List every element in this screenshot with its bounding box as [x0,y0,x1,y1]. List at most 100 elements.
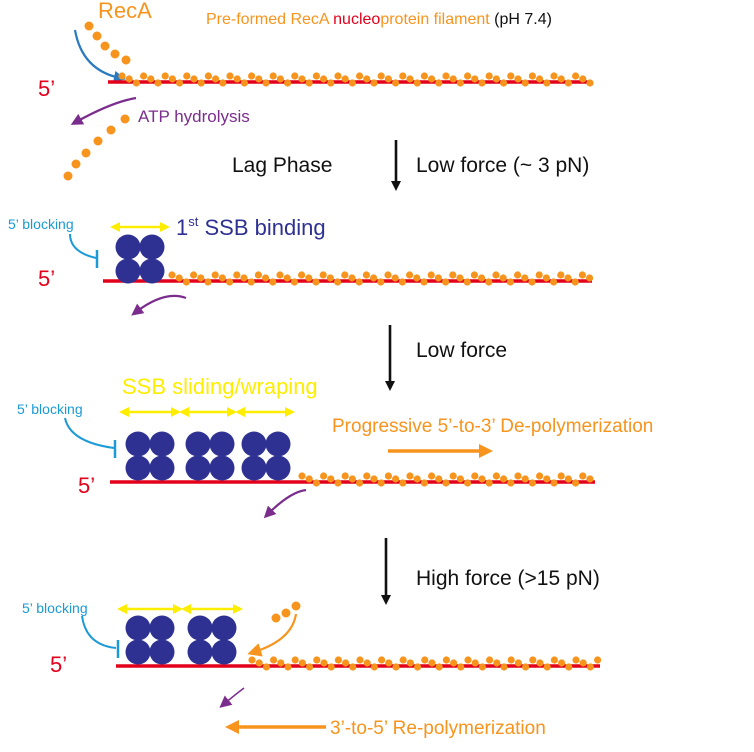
ssb-subunit [265,431,291,457]
reca-monomer [471,472,479,480]
reca-monomer [377,479,385,487]
blocking-curve [81,615,117,649]
reca-monomer [327,475,335,483]
reca-monomer [269,278,277,286]
reca-monomer [168,271,176,279]
reca-monomer [341,472,349,480]
reca-monomer [392,663,400,671]
reca-monomer [342,659,350,667]
reca-monomer [514,75,522,83]
lag-phase-label: Lag Phase [232,154,332,177]
ssb-subunit [149,431,175,457]
panel-2: 5’ blocking 1st SSB binding 5’ [8,214,594,316]
reca-monomer [233,75,241,83]
reca-monomer [536,75,544,83]
reca-monomer [370,663,378,671]
ssb-subunit [115,258,141,284]
reca-monomer [183,72,191,80]
reca-monomer [478,663,486,671]
reca-monomer [356,479,364,487]
reca-monomer [320,75,328,83]
reca-monomer [442,479,450,487]
reca-monomer [120,114,130,124]
ssb-subunit [211,639,237,665]
reca-monomer [485,72,493,80]
reca-monomer [478,475,486,483]
reca-monomer [92,31,102,41]
reca-monomer [355,278,363,286]
reca-monomer [521,79,529,87]
reca-monomer [334,72,342,80]
reca-monomer [572,479,580,487]
reca-monomer [493,659,501,667]
reca-monomer [413,274,421,282]
reca-monomer [406,472,414,480]
reca-monomer [579,659,587,667]
reca-monomer [449,472,457,480]
reca-monomer [557,472,565,480]
step-2: Low force [385,325,507,391]
reca-monomer [392,79,400,87]
reca-monomer [370,274,378,282]
title-prefix: Pre-formed RecA [206,11,333,28]
reca-monomer [507,656,515,664]
reca-monomer [121,55,131,65]
blocking-label: 5’ blocking [8,216,74,232]
reca-monomer [427,271,435,279]
reca-monomer [240,274,248,282]
reca-monomer [414,663,422,671]
reca-monomer [276,271,284,279]
binding-arrow [73,29,126,83]
reca-monomer [507,72,515,80]
reca-monomer [471,75,479,83]
reca-monomer [161,72,169,80]
reca-monomer [470,271,478,279]
reca-monomer [450,659,458,667]
step-3: High force (>15 pN) [381,538,600,605]
reca-monomer [542,274,551,282]
title-suffix: (pH 7.4) [490,11,552,28]
reca-free-monomers [271,601,301,623]
reca-monomer [147,75,155,83]
reca-monomer [399,72,407,80]
reca-monomer [507,479,515,487]
reca-monomer [528,479,537,487]
blocking-curve [69,233,97,259]
reca-monomer [320,659,328,667]
force-label: Low force (~ 3 pN) [416,154,589,177]
release-arrow [70,96,137,125]
reca-monomer [281,608,291,618]
reca-free-monomers-top [84,21,131,65]
reca-monomer [456,475,464,483]
reca-monomer [535,271,543,279]
reca-monomer [226,72,234,80]
ssb-subunit [125,455,151,481]
reca-monomer [557,75,565,83]
reca-monomer [204,72,212,80]
reca-monomer [456,274,464,282]
reca-filament-4 [116,656,602,671]
reca-monomer [327,663,335,671]
reca-monomer [578,271,587,279]
reca-monomer [240,79,248,87]
panel-3: SSB sliding/wraping 5’ blocking Progress… [17,374,653,519]
reca-monomer [298,75,306,83]
reca-monomer [384,271,392,279]
reca-monomer [226,278,234,286]
reca-monomer [442,278,450,286]
reca-monomer [586,79,594,87]
reca-monomer [557,271,565,279]
five-prime-label: 5’ [38,76,55,101]
reca-monomer [118,72,126,80]
reca-monomer [106,125,116,135]
reca-monomer [464,479,472,487]
reca-monomer [349,663,357,671]
ssb-subunit [115,234,141,260]
reca-monomer [140,72,148,80]
reca-monomer [233,271,241,279]
reca-monomer [255,75,263,83]
reca-monomer [579,472,587,480]
reca-monomer [212,75,220,83]
reca-monomer [485,278,493,286]
